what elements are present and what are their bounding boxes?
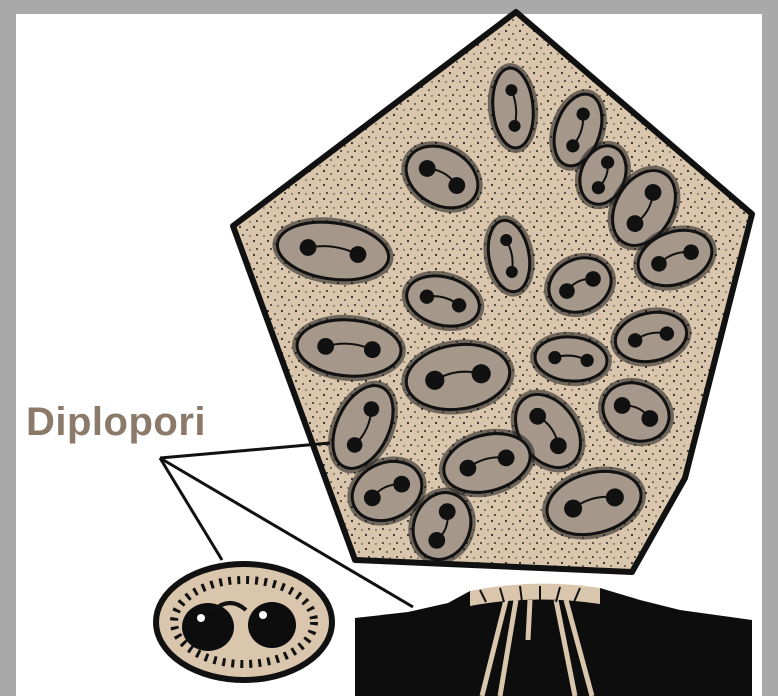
diplopore-detail-icon <box>156 564 332 680</box>
diplopori-label: Diplopori <box>26 398 206 446</box>
leader-line-to-detail <box>160 458 222 560</box>
cross-section-icon <box>355 584 752 696</box>
